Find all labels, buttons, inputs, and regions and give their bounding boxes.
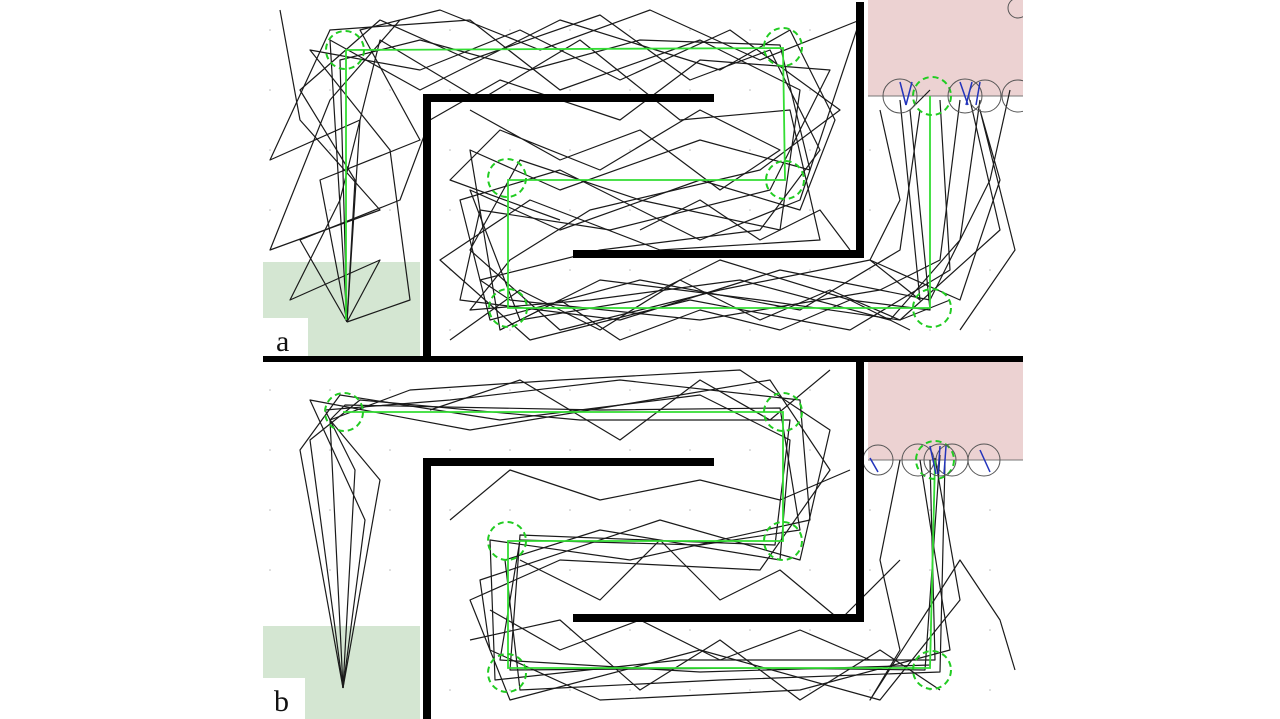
panel-label-b: b [274,685,289,718]
waypoints [324,392,955,693]
panel-label-a: a [276,325,289,358]
panel-b: b [263,362,1023,719]
goal-arrivals [882,0,1023,114]
maze-walls [423,2,864,358]
goal-vectors [899,81,981,106]
start-zone [263,262,420,358]
waypoints [325,27,952,328]
trajectories [269,9,1016,341]
goal-vectors [869,445,991,475]
planned-path [345,47,931,320]
goal-zone [868,362,1023,460]
maze-walls [423,362,864,719]
panel-a: a [263,0,1023,358]
planned-path [343,411,936,669]
